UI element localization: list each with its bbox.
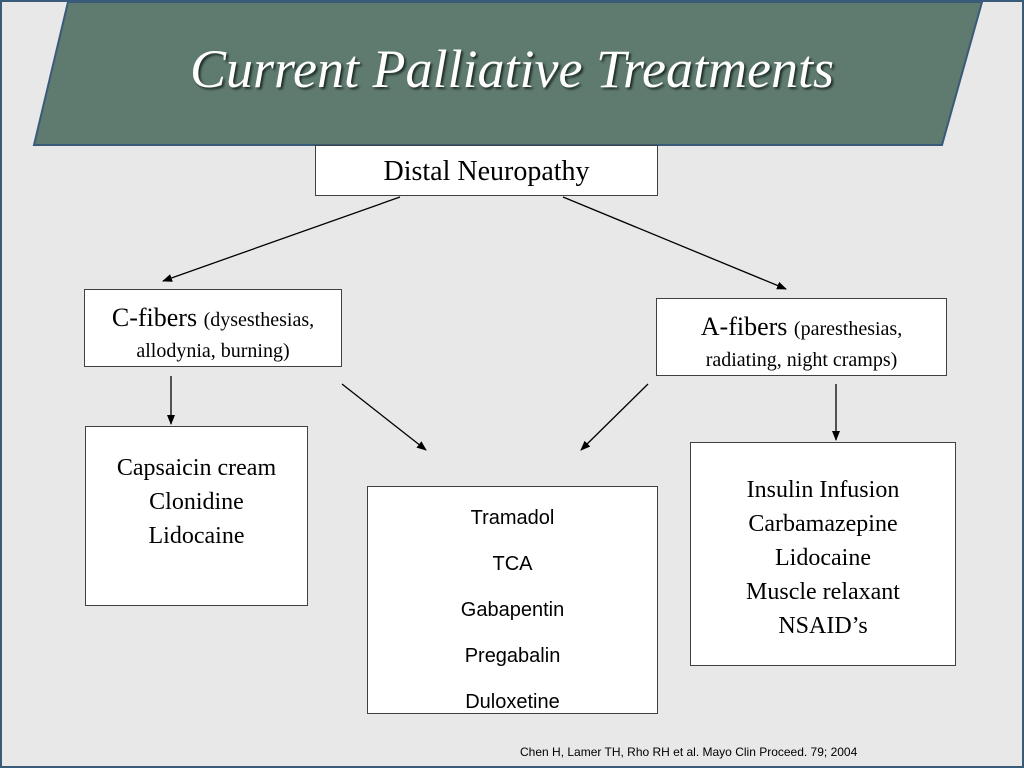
list-item: Carbamazepine [748, 511, 898, 537]
list-item: TCA [492, 553, 533, 575]
a-fibers-detail-2: radiating, night cramps) [705, 349, 898, 371]
slide-title: Current Palliative Treatments [190, 39, 834, 99]
list-item: Tramadol [470, 507, 555, 529]
shared-treatments-box: Tramadol TCA Gabapentin Pregabalin Dulox… [367, 486, 658, 714]
a-fibers-detail-1: (paresthesias, [793, 318, 903, 340]
arrow-root-to-c-fibers [162, 196, 401, 282]
arrow-c-fibers-to-shared [341, 383, 427, 451]
c-fibers-node: C-fibers (dysesthesias, allodynia, burni… [84, 289, 342, 367]
arrow-a-fibers-to-shared [580, 383, 649, 451]
list-item: Lidocaine [148, 523, 245, 549]
list-item: Gabapentin [460, 599, 565, 621]
c-fiber-treatments-box: Capsaicin cream Clonidine Lidocaine [85, 426, 308, 606]
list-item: Insulin Infusion [746, 477, 900, 503]
c-fibers-label: C-fibers [111, 303, 198, 332]
arrow-root-to-a-fibers [562, 196, 787, 290]
c-fibers-line1: C-fibers (dysesthesias, [85, 302, 341, 336]
list-item: Duloxetine [465, 691, 560, 713]
list-item: Capsaicin cream [116, 455, 277, 481]
list-item: NSAID’s [778, 613, 868, 639]
c-fibers-detail-1: (dysesthesias, [203, 309, 315, 331]
citation: Chen H, Lamer TH, Rho RH et al. Mayo Cli… [520, 745, 858, 759]
list-item: Lidocaine [775, 545, 871, 571]
a-fibers-node: A-fibers (paresthesias, radiating, night… [656, 298, 947, 376]
a-fibers-label: A-fibers [700, 312, 788, 341]
list-item: Pregabalin [464, 645, 561, 667]
list-item: Muscle relaxant [746, 579, 900, 605]
a-fibers-line1: A-fibers (paresthesias, [657, 311, 946, 345]
title-banner [32, 1, 984, 146]
a-fiber-treatments-box: Insulin Infusion Carbamazepine Lidocaine… [690, 442, 956, 666]
list-item: Clonidine [149, 489, 244, 515]
c-fibers-detail-2: allodynia, burning) [136, 340, 290, 362]
root-node-distal-neuropathy: Distal Neuropathy [315, 145, 658, 196]
